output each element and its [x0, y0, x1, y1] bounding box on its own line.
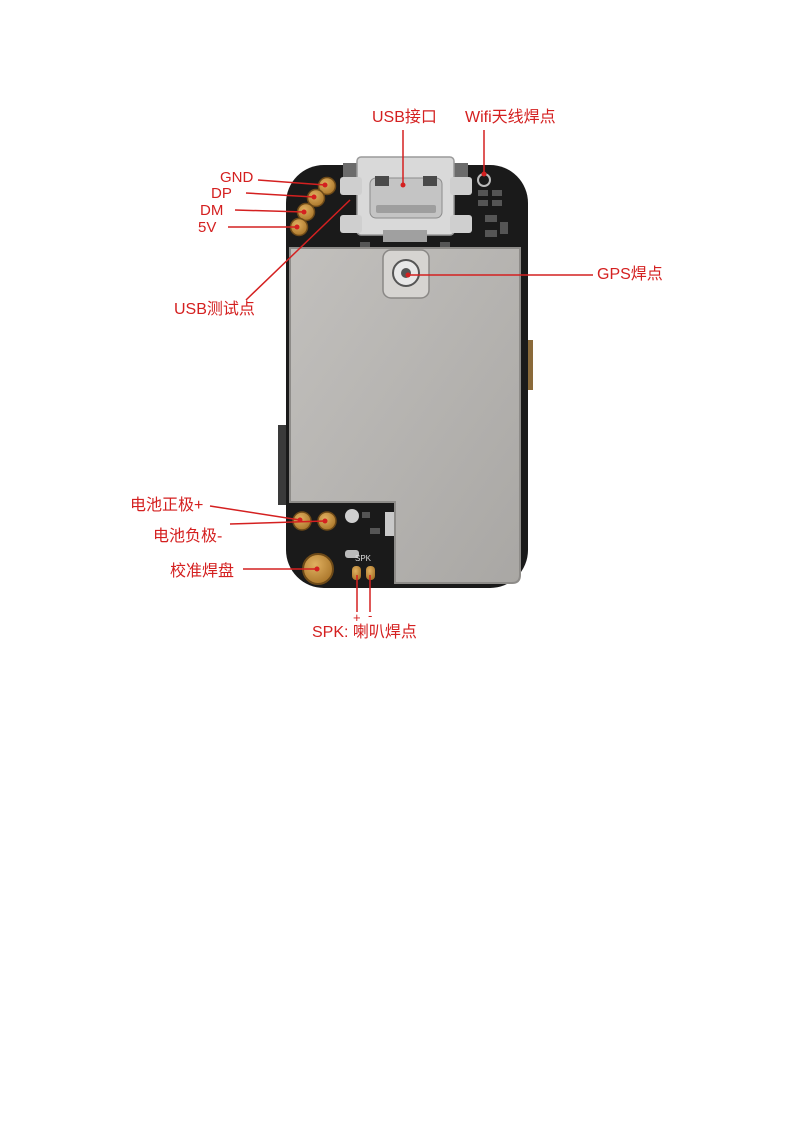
side-component: [525, 340, 533, 390]
label-battery-positive: 电池正极+: [130, 497, 204, 514]
speaker-pad-positive: [352, 566, 361, 580]
label-battery-negative: 电池负极-: [153, 528, 223, 545]
label-usb-port: USB接口: [372, 109, 437, 126]
label-dm: DM: [200, 202, 224, 219]
rf-shield: [289, 247, 521, 584]
label-speaker: SPK: 喇叭焊点: [312, 624, 417, 641]
label-5v: 5V: [198, 219, 217, 236]
label-gnd: GND: [220, 169, 254, 186]
label-gps: GPS焊点: [597, 266, 663, 283]
speaker-pad-negative: [366, 566, 375, 580]
label-usb-test: USB测试点: [174, 301, 255, 318]
test-pad: [345, 509, 359, 523]
callout-lines: [209, 130, 593, 612]
usb-connector: [340, 156, 472, 242]
label-spk-minus: -: [368, 608, 373, 623]
callout-dots: [294, 171, 487, 572]
label-spk-plus: +: [353, 610, 361, 625]
pcb-spk-text: SPK: [355, 554, 372, 563]
label-calibration: 校准焊盘: [170, 563, 235, 580]
label-dp: DP: [211, 185, 232, 202]
label-wifi-antenna: Wifi天线焊点: [465, 109, 556, 126]
side-connector: [278, 425, 287, 505]
